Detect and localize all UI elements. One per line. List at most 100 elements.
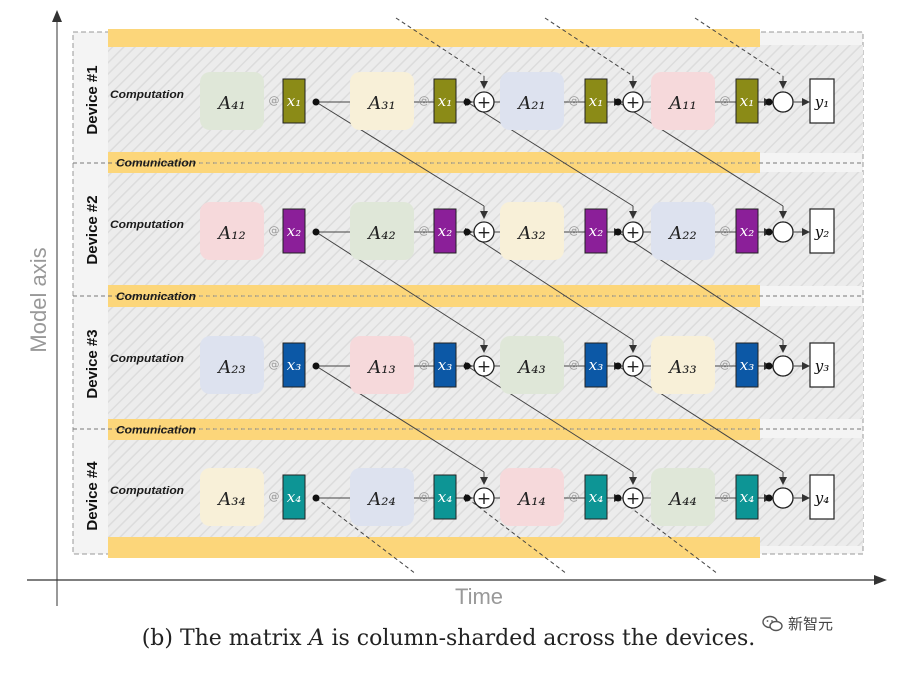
y-result-block [809,342,835,388]
matmul-operator: @ [269,490,280,503]
x-vector-block [433,342,457,388]
matrix-block [651,72,715,130]
output-dot [765,494,773,502]
x-vector-label: x₃ [287,356,301,374]
output-dot [614,494,622,502]
matmul-operator: @ [720,490,731,503]
matrix-block-label: A₃₃ [667,357,696,378]
add-operator-icon [622,221,644,243]
device-label-1: Device #1 [84,65,101,134]
matmul-operator: @ [569,224,580,237]
comm-arrow-diag [544,17,634,77]
y-axis-arrow [52,10,62,22]
matmul-operator: @ [269,94,280,107]
matmul-operator: @ [269,224,280,237]
comm-arrow-diag [315,365,485,473]
figure-caption: (b) The matrix A is column-sharded acros… [0,626,897,651]
matmul-operator: @ [720,94,731,107]
x-vector-block [735,78,759,124]
x-vector-block [584,342,608,388]
final-add-icon [772,91,794,113]
output-dot [765,362,773,370]
matrix-block-label: A₃₁ [366,93,395,114]
y-result-label: y₂ [814,223,830,241]
output-dot [463,98,471,106]
matrix-block-label: A₂₃ [216,357,245,378]
matmul-operator: @ [419,490,430,503]
output-dot [614,362,622,370]
matrix-block [350,336,414,394]
matmul-operator: @ [419,94,430,107]
add-operator-symbol: + [477,93,491,113]
matrix-block-label: A₂₂ [667,223,696,244]
add-operator-symbol: + [477,489,491,509]
comm-arrow-diag [466,365,634,473]
x-vector-label: x₄ [589,488,603,506]
x-vector-block [282,474,306,520]
wechat-logo-icon [762,615,783,631]
communication-label: Comunication [116,425,196,437]
x-vector-label: x₂ [438,222,452,240]
y-result-block [809,208,835,254]
matrix-block [500,468,564,526]
final-add-icon [772,221,794,243]
add-operator-icon [622,91,644,113]
output-dot [765,98,773,106]
output-dot [614,228,622,236]
add-operator-icon [473,355,495,377]
time-axis-label: Time [455,584,503,609]
matrix-block [500,202,564,260]
add-operator-symbol: + [477,357,491,377]
matrix-block [350,72,414,130]
output-dot [463,228,471,236]
matrix-block-label: A₄₁ [216,93,245,114]
x-vector-label: x₃ [438,356,452,374]
final-add-icon [772,487,794,509]
comm-arrow-diag [315,101,485,207]
add-operator-symbol: + [477,223,491,243]
y-result-label: y₃ [814,357,830,375]
comm-arrow-diag [315,231,485,341]
x-vector-label: x₄ [287,488,301,506]
output-dot [765,228,773,236]
x-vector-label: x₁ [438,92,452,110]
device-label-3: Device #3 [84,329,101,398]
computation-label: Computation [110,485,184,497]
x-vector-block [584,78,608,124]
matmul-operator: @ [569,358,580,371]
x-vector-block [735,208,759,254]
output-dot [312,362,320,370]
matrix-block-label: A₁₂ [216,223,245,244]
matmul-operator: @ [569,94,580,107]
x-vector-block [282,342,306,388]
add-operator-symbol: + [626,223,640,243]
x-vector-block [735,474,759,520]
computation-label: Computation [110,353,184,365]
add-operator-symbol: + [626,93,640,113]
matrix-block [651,336,715,394]
x-vector-label: x₁ [287,92,301,110]
computation-label: Computation [110,219,184,231]
communication-label: Comunication [116,291,196,303]
x-vector-block [584,474,608,520]
caption-suffix: is column-sharded across the devices. [324,626,756,651]
output-dot [463,494,471,502]
x-vector-label: x₄ [438,488,452,506]
matrix-block-label: A₂₄ [366,489,395,510]
comm-arrow-diag [466,101,634,207]
x-vector-label: x₃ [740,356,754,374]
output-dot [463,362,471,370]
x-vector-label: x₁ [589,92,603,110]
matrix-block-label: A₁₃ [366,357,395,378]
matrix-block [200,336,264,394]
communication-band-0 [108,29,760,47]
caption-math-A: A [308,626,325,651]
matrix-block-label: A₄₂ [366,223,395,244]
x-vector-label: x₂ [287,222,301,240]
output-dot [614,98,622,106]
x-vector-label: x₃ [589,356,603,374]
x-vector-block [735,342,759,388]
matmul-operator: @ [720,358,731,371]
communication-band-4 [108,537,760,558]
matrix-block [200,468,264,526]
